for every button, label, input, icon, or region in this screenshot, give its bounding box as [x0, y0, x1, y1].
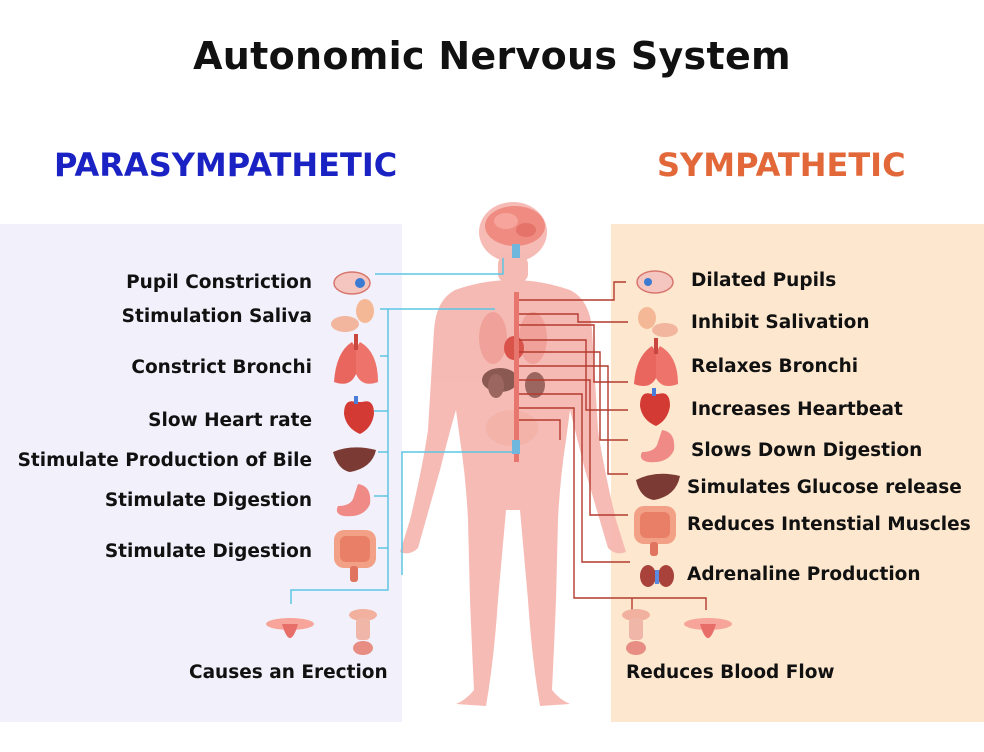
symp-label-heartbeat: Increases Heartbeat [691, 399, 903, 420]
intestines-icon [334, 530, 376, 582]
symp-label-glucose: Simulates Glucose release [687, 477, 962, 498]
female-reproductive-icon [684, 618, 732, 638]
parasympathetic-connectors [290, 258, 512, 604]
salivary-gland-icon [638, 307, 678, 337]
stomach-icon [336, 484, 371, 517]
para-label-heart: Slow Heart rate [148, 410, 312, 431]
intestines-icon [634, 506, 676, 556]
para-label-pupil: Pupil Constriction [126, 272, 312, 293]
sympathetic-heading: SYMPATHETIC [657, 146, 906, 184]
male-reproductive-icon [622, 609, 650, 655]
symp-label-blood-flow: Reduces Blood Flow [626, 662, 835, 683]
para-label-digestion-intestine: Stimulate Digestion [104, 541, 312, 562]
symp-label-intestinal: Reduces Intenstial Muscles [687, 514, 971, 535]
page-title: Autonomic Nervous System [193, 34, 791, 78]
eye-icon [333, 271, 371, 295]
symp-label-digestion: Slows Down Digestion [691, 440, 923, 461]
liver-icon [636, 473, 680, 500]
lungs-icon [334, 334, 378, 384]
adrenal-kidney-icon [640, 565, 674, 587]
symp-label-adrenaline: Adrenaline Production [687, 564, 921, 585]
eye-icon [636, 270, 674, 294]
para-label-bile: Stimulate Production of Bile [17, 450, 312, 471]
para-label-erection: Causes an Erection [189, 662, 388, 683]
lungs-icon [634, 338, 678, 386]
salivary-gland-icon [331, 299, 374, 332]
parasympathetic-heading: PARASYMPATHETIC [54, 146, 398, 184]
para-label-bronchi: Constrict Bronchi [131, 357, 312, 378]
female-reproductive-icon [266, 618, 314, 638]
sympathetic-panel [611, 224, 984, 722]
para-label-digestion-stomach: Stimulate Digestion [104, 490, 312, 511]
parasympathetic-panel [0, 224, 402, 722]
symp-label-salivation: Inhibit Salivation [691, 312, 870, 333]
male-reproductive-icon [349, 609, 377, 655]
sympathetic-connectors [519, 281, 707, 610]
heart-icon [344, 396, 374, 434]
brain-icon [485, 206, 545, 246]
symp-label-pupils: Dilated Pupils [691, 270, 837, 291]
heart-icon [640, 388, 670, 426]
stomach-icon [640, 430, 675, 463]
symp-label-bronchi: Relaxes Bronchi [691, 356, 859, 377]
liver-icon [333, 447, 376, 472]
para-label-saliva: Stimulation Saliva [121, 306, 312, 327]
